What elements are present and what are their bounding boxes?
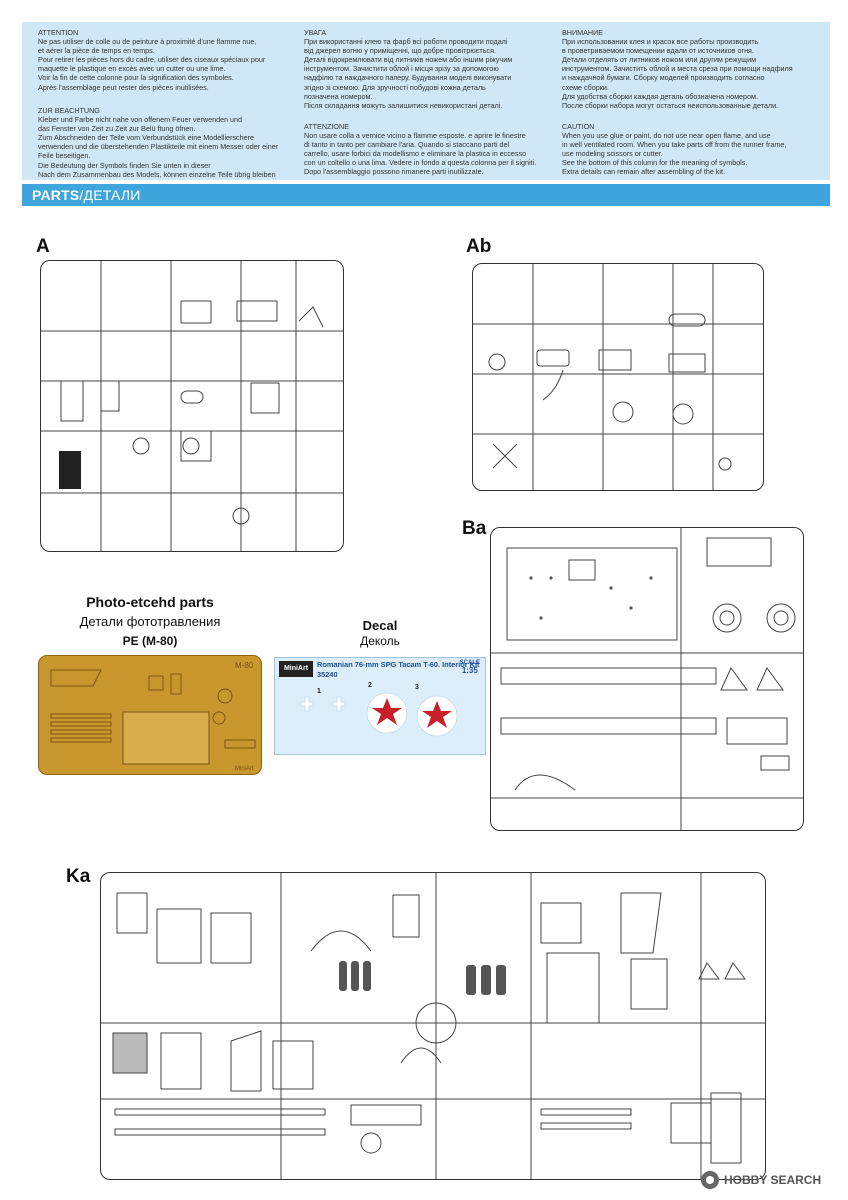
warning-heading: УВАГА: [304, 28, 327, 37]
warning-heading: ZUR BEACHTUNG: [38, 106, 100, 115]
decal-sheet: MiniArt Romanian 76-mm SPG Tacam T-60. I…: [274, 657, 486, 755]
warning-text: Ne pas utiliser de colle ou de peinture …: [38, 37, 266, 92]
warning-german: ZUR BEACHTUNG Kleber und Farbe nicht nah…: [38, 106, 298, 179]
decal-number-1: 1: [317, 688, 321, 695]
parts-header-bar: PARTS/ДЕТАЛИ: [22, 184, 830, 206]
decal-title-ru: Деколь: [360, 634, 400, 648]
warning-text: При використанні клею та фарб всі роботи…: [304, 37, 513, 110]
warning-russian: ВНИМАНИЕ При использовании клея и красок…: [562, 28, 828, 110]
parts-header-title: PARTS/ДЕТАЛИ: [32, 187, 141, 203]
warning-heading: ВНИМАНИЕ: [562, 28, 604, 37]
decal-header: MiniArt Romanian 76-mm SPG Tacam T-60. I…: [275, 658, 485, 680]
cross-decal-icon: [300, 696, 314, 712]
pe-title: Photo-etcehd parts: [86, 594, 214, 610]
sprue-ab-frame: [472, 263, 764, 491]
decal-markings: [300, 692, 458, 737]
star-decal-icon: [422, 701, 452, 728]
sprue-label-a: A: [36, 236, 50, 257]
watermark-text: HOBBY SEARCH: [724, 1173, 822, 1187]
sprue-a-frame: [40, 260, 344, 552]
warning-panel: ATTENTION Ne pas utiliser de colle ou de…: [22, 22, 830, 180]
pe-title-ru: Детали фототравления: [79, 614, 221, 629]
warning-french: ATTENTION Ne pas utiliser de colle ou de…: [38, 28, 293, 92]
sprue-ka-frame: [100, 872, 766, 1180]
warning-text: Non usare colla a vernice vicino a flamm…: [304, 131, 537, 177]
sprue-label-ba: Ba: [462, 518, 487, 539]
sprue-ba-parts-drawing: [491, 528, 803, 830]
pe-code: PE (M-80): [122, 634, 178, 648]
decal-kit-code: 35240: [317, 670, 338, 679]
warning-heading: CAUTION: [562, 122, 595, 131]
warning-text: При использовании клея и красок все рабо…: [562, 37, 793, 110]
decal-number-2: 2: [368, 682, 372, 689]
decal-brand-logo: MiniArt: [279, 661, 313, 677]
parts-header-bold: PARTS: [32, 187, 80, 203]
decal-number-3: 3: [415, 684, 419, 691]
decal-kit-name: Romanian 76-mm SPG Tacam T-60. Interior …: [317, 660, 480, 669]
cross-decal-icon: [332, 696, 346, 712]
hobby-search-logo-icon: [701, 1171, 719, 1189]
warning-heading: ATTENZIONE: [304, 122, 349, 131]
sprue-ab-parts-drawing: [473, 264, 763, 490]
parts-header-ru: /ДЕТАЛИ: [79, 187, 141, 203]
star-decal-icon: [372, 698, 402, 725]
pe-brand: MiniArt: [235, 766, 254, 772]
decal-scale-value: 1:35: [461, 666, 478, 675]
decal-title: Decal: [362, 618, 398, 633]
warning-text: When you use glue or paint, do not use n…: [562, 131, 787, 177]
photoetch-sheet: M-80 MiniArt: [38, 655, 262, 775]
sprue-label-ab: Ab: [466, 236, 492, 257]
decal-scale: SCALE 1:35: [460, 660, 480, 675]
photoetch-parts-drawing: M-80 MiniArt: [50, 661, 256, 772]
sprue-label-ka: Ka: [66, 866, 91, 887]
decal-scale-label: SCALE: [459, 660, 480, 666]
pe-sheet-mark: M-80: [235, 661, 254, 670]
warning-heading: ATTENTION: [38, 28, 79, 37]
warning-ukrainian: УВАГА При використанні клею та фарб всі …: [304, 28, 559, 110]
sprue-a-parts-drawing: [41, 261, 343, 551]
sprue-ka-parts-drawing: [101, 873, 765, 1179]
sprue-ba-frame: [490, 527, 804, 831]
warning-text: Kleber und Farbe nicht nahe von offenem …: [38, 115, 279, 179]
warning-italian: ATTENZIONE Non usare colla a vernice vic…: [304, 122, 559, 177]
warning-english: CAUTION When you use glue or paint, do n…: [562, 122, 828, 177]
